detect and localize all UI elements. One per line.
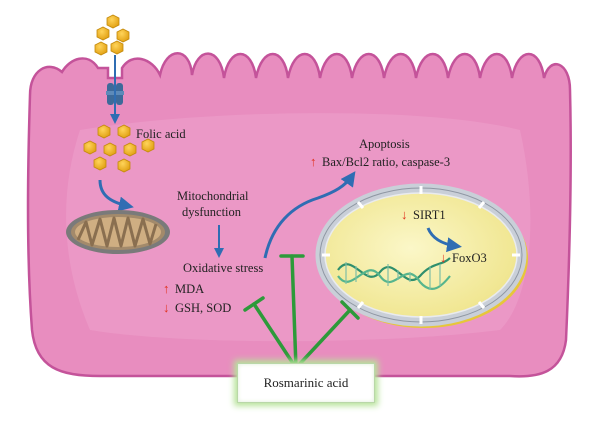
oxidative-stress-label: Oxidative stress — [183, 261, 263, 275]
gsh-sod-down-arrow: ↓ — [163, 300, 170, 315]
apoptosis-label: Apoptosis — [359, 137, 410, 151]
foxo3-down-arrow: ↓ — [440, 250, 447, 265]
hexagon-icon — [93, 156, 107, 171]
rosmarinic-inhibition-lines — [243, 254, 360, 370]
hexagon-icon — [117, 124, 131, 139]
hexagon-icon — [97, 124, 111, 139]
sirt1-label: SIRT1 — [413, 208, 446, 222]
rosmarinic-acid-box: Rosmarinic acid — [237, 363, 375, 403]
mda-up-arrow: ↑ — [163, 281, 170, 296]
mitochondria-icon — [66, 210, 170, 254]
inhibit-nucleus — [294, 308, 352, 370]
rosmarinic-acid-label: Rosmarinic acid — [263, 375, 349, 390]
arrow-to-apoptosis — [263, 171, 356, 259]
hexagon-icon — [94, 41, 108, 56]
bax-bcl2-label: Bax/Bcl2 ratio, caspase-3 — [322, 155, 450, 169]
hexagon-icon — [117, 158, 131, 173]
sirt1-down-arrow: ↓ — [401, 207, 408, 222]
hexagon-icon — [116, 28, 130, 43]
hexagon-icon — [110, 40, 124, 55]
dna-icon — [337, 257, 451, 290]
mito-label-line2: dysfunction — [182, 205, 242, 219]
inhibit-apoptosis — [290, 254, 298, 370]
hexagon-icon — [141, 138, 155, 153]
foxo3-label: FoxO3 — [452, 251, 487, 265]
folic-acid-inside — [83, 124, 155, 173]
arrow-to-foxo3 — [426, 227, 462, 253]
nucleus-icon — [315, 183, 528, 328]
hexagon-icon — [96, 26, 110, 41]
arrow-to-mitochondria — [98, 179, 134, 212]
hexagon-icon — [106, 14, 120, 29]
mito-label-line1: Mitochondrial — [177, 189, 249, 203]
inhibit-oxidative-stress — [252, 302, 298, 370]
folic-acid-label: Folic acid — [136, 127, 186, 141]
hexagon-icon — [103, 142, 117, 157]
mda-label: MDA — [175, 282, 204, 296]
hexagon-icon — [123, 142, 137, 157]
gsh-sod-label: GSH, SOD — [175, 301, 231, 315]
hexagon-icon — [83, 140, 97, 155]
folic-acid-outside — [94, 14, 130, 56]
bax-up-arrow: ↑ — [310, 154, 317, 169]
